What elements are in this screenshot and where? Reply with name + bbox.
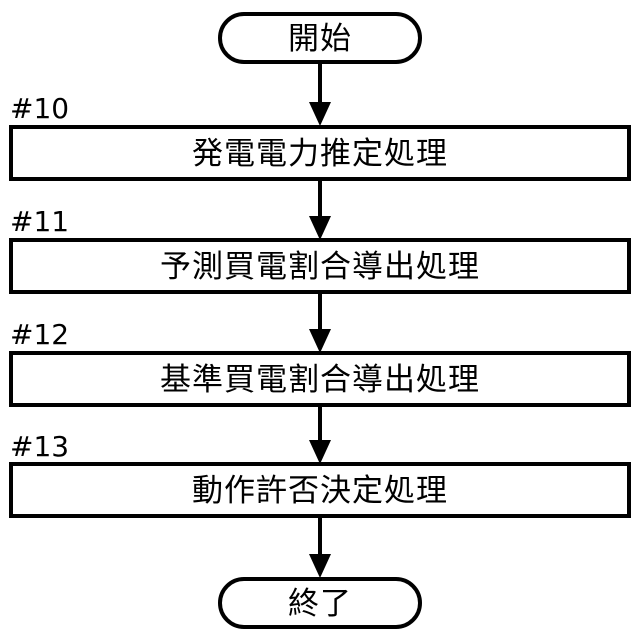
connector-step-12-to-step-13 bbox=[309, 405, 331, 464]
end-terminal-shape bbox=[218, 577, 422, 629]
process-box-11 bbox=[9, 238, 631, 294]
connector-step-13-to-end-arrowhead bbox=[309, 554, 331, 578]
connector-step-12-to-step-13-arrowhead bbox=[309, 440, 331, 464]
end-terminal-label: 終了 bbox=[288, 586, 352, 622]
process-label-13: 動作許否決定処理 bbox=[192, 473, 448, 509]
process-node-13: #13 動作許否決定処理 bbox=[9, 430, 631, 518]
connector-step-10-to-step-11 bbox=[309, 179, 331, 240]
process-label-12: 基準買電割合導出処理 bbox=[160, 362, 480, 398]
connector-step-11-to-step-12 bbox=[309, 292, 331, 353]
connector-start-to-step-10 bbox=[309, 62, 331, 126]
step-tag-11: #11 bbox=[10, 205, 69, 238]
process-node-11: #11 予測買電割合導出処理 bbox=[9, 205, 631, 294]
process-box-12 bbox=[9, 351, 631, 407]
step-tag-10: #10 bbox=[10, 92, 69, 125]
process-label-11: 予測買電割合導出処理 bbox=[160, 249, 480, 285]
connector-step-13-to-end bbox=[309, 516, 331, 578]
end-terminal-node: 終了 bbox=[218, 577, 422, 629]
process-label-10: 発電電力推定処理 bbox=[192, 136, 448, 172]
connector-start-to-step-10-arrowhead bbox=[309, 102, 331, 126]
connector-step-10-to-step-11-arrowhead bbox=[309, 216, 331, 240]
connector-step-11-to-step-12-arrowhead bbox=[309, 329, 331, 353]
start-terminal-label: 開始 bbox=[288, 21, 352, 57]
step-tag-13: #13 bbox=[10, 430, 69, 463]
step-tag-12: #12 bbox=[10, 318, 69, 351]
process-node-12: #12 基準買電割合導出処理 bbox=[9, 318, 631, 407]
start-terminal-node: 開始 bbox=[218, 12, 422, 64]
